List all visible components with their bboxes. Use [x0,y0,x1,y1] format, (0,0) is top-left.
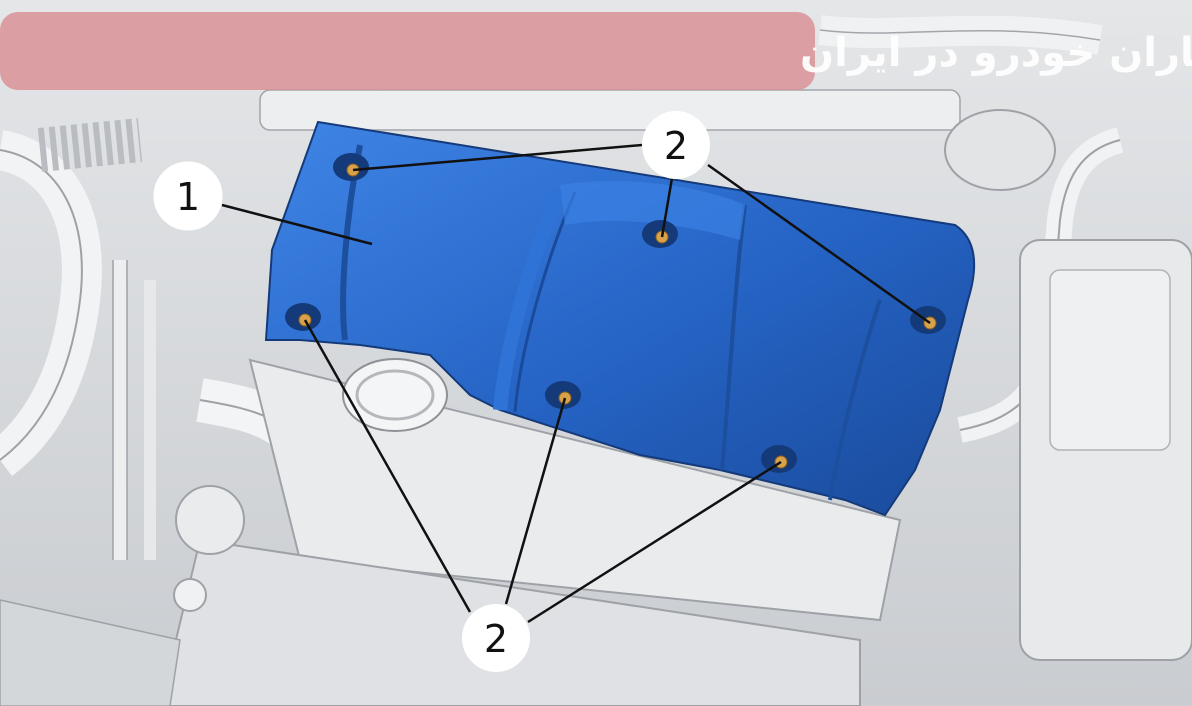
leader-line-5 [303,319,472,613]
top-sensor [944,109,1056,191]
leader-line-7 [527,460,782,624]
engine-cover-top-bulge [560,181,745,240]
left-pipe-outline [112,260,128,560]
right-air-box-panel [1049,269,1171,451]
left-hose-outline [0,149,83,461]
engine-cover-ridge-mid-dark [513,191,577,413]
leader-line-3 [660,177,674,238]
callout-1-circle [153,161,223,231]
cover-bolts [285,153,946,473]
leader-line-6 [504,397,567,605]
watermark: اولین سامانه دیجیتال تعمیرکاران خودرو در… [0,12,1192,90]
callout-2-bottom-label: 2 [484,617,508,661]
engine-cover-ridge-right [720,204,747,471]
top-rail [259,89,961,131]
corrugated-hose [37,118,143,172]
leader-lines [221,143,931,624]
callout-2-top-circle [642,111,710,179]
leader-line-2 [352,143,643,172]
bottom-left-part [175,485,245,555]
callout-2-bottom: 2 [462,604,530,672]
callout-2-bottom-circle [462,604,530,672]
oil-filler-cap-ring [355,369,435,421]
callout-2-top: 2 [642,111,710,179]
bottom-left-bar [0,599,181,706]
watermark-banner [0,12,815,90]
bottom-left-hub [173,578,207,612]
callout-1-label: 1 [176,175,200,219]
callout-2-top-label: 2 [664,124,688,168]
top-right-hose-outline [819,29,1101,41]
engine-cover-body [264,120,976,517]
leader-line-1 [221,203,373,246]
engine-cover-ridge-far [828,299,882,501]
leader-line-4 [707,163,931,325]
watermark-text: اولین سامانه دیجیتال تعمیرکاران خودرو در… [800,30,1192,76]
engine-cover-ridge-mid [493,187,567,411]
callout-1: 1 [153,161,223,231]
